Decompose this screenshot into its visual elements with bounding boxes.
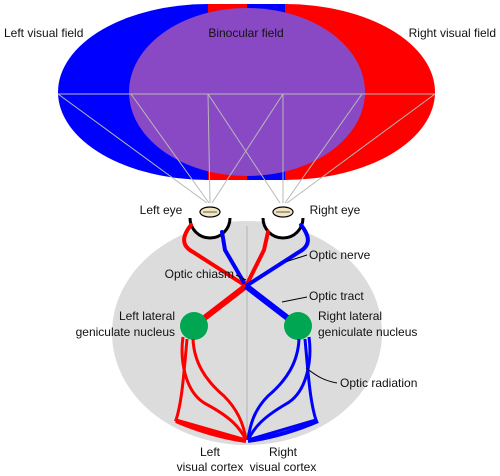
labels: Left visual field Binocular field Right …: [4, 26, 496, 474]
optic-chiasm-leader: [235, 274, 247, 281]
right-radiation-inner: [246, 338, 301, 441]
projection-line: [57, 93, 208, 204]
projection-line: [286, 93, 436, 204]
right-visual-field-label: Right visual field: [409, 26, 496, 40]
projection-line: [207, 93, 211, 204]
right-visual-cortex-label-line2: visual cortex: [250, 460, 317, 474]
right-lgn-label-line2: geniculate nucleus: [318, 325, 417, 339]
left-radiation-outer: [180, 336, 248, 441]
right-eye-nasal-nerve: [244, 230, 270, 288]
left-lgn-label-line1: Left lateral: [119, 309, 175, 323]
optic-tract-label: Optic tract: [309, 289, 364, 303]
right-eye: [261, 206, 305, 240]
optic-nerve-label: Optic nerve: [309, 248, 371, 262]
right-lgn-label-line1: Right lateral: [318, 309, 382, 323]
left-visual-field-label: Left visual field: [4, 26, 83, 40]
optic-radiation-leader: [305, 367, 338, 384]
optic-nerves: [182, 223, 310, 288]
left-radiation-inner: [191, 338, 248, 441]
right-eye-label: Right eye: [310, 203, 361, 217]
optic-chiasm-label: Optic chiasm: [165, 267, 234, 281]
left-radiation-bottom: [174, 338, 247, 442]
left-lateral-geniculate-nucleus: [180, 312, 208, 340]
optic-tract-leader: [281, 296, 308, 303]
left-eye-label: Left eye: [140, 203, 183, 217]
left-visual-cortex-label-line2: visual cortex: [177, 460, 244, 474]
right-visual-cortex-label-line1: Right: [269, 445, 298, 459]
left-eye-nasal-nerve: [220, 230, 248, 288]
binocular-field-label: Binocular field: [208, 26, 283, 40]
left-visual-cortex: [175, 419, 247, 443]
optic-radiation-label: Optic radiation: [340, 376, 417, 390]
binocular-field-region: [129, 8, 365, 176]
leader-lines: [235, 254, 338, 384]
projection-line: [284, 93, 363, 204]
projection-line: [211, 93, 284, 204]
right-lateral-geniculate-nucleus: [284, 312, 312, 340]
projection-lines: [57, 93, 436, 204]
left-visual-cortex-label-line1: Left: [200, 445, 221, 459]
projection-line: [207, 93, 281, 204]
visual-fields: [58, 4, 435, 180]
right-eye-temporal-nerve: [244, 223, 310, 288]
right-radiation-outer: [246, 336, 312, 441]
optic-radiations: [174, 336, 318, 442]
left-eye-temporal-nerve: [182, 223, 248, 288]
left-lgn-label-line2: geniculate nucleus: [76, 325, 175, 339]
projection-line: [130, 93, 210, 204]
optic-nerve-leader: [284, 254, 308, 263]
right-radiation-bottom: [247, 338, 318, 442]
right-visual-cortex: [247, 419, 319, 443]
